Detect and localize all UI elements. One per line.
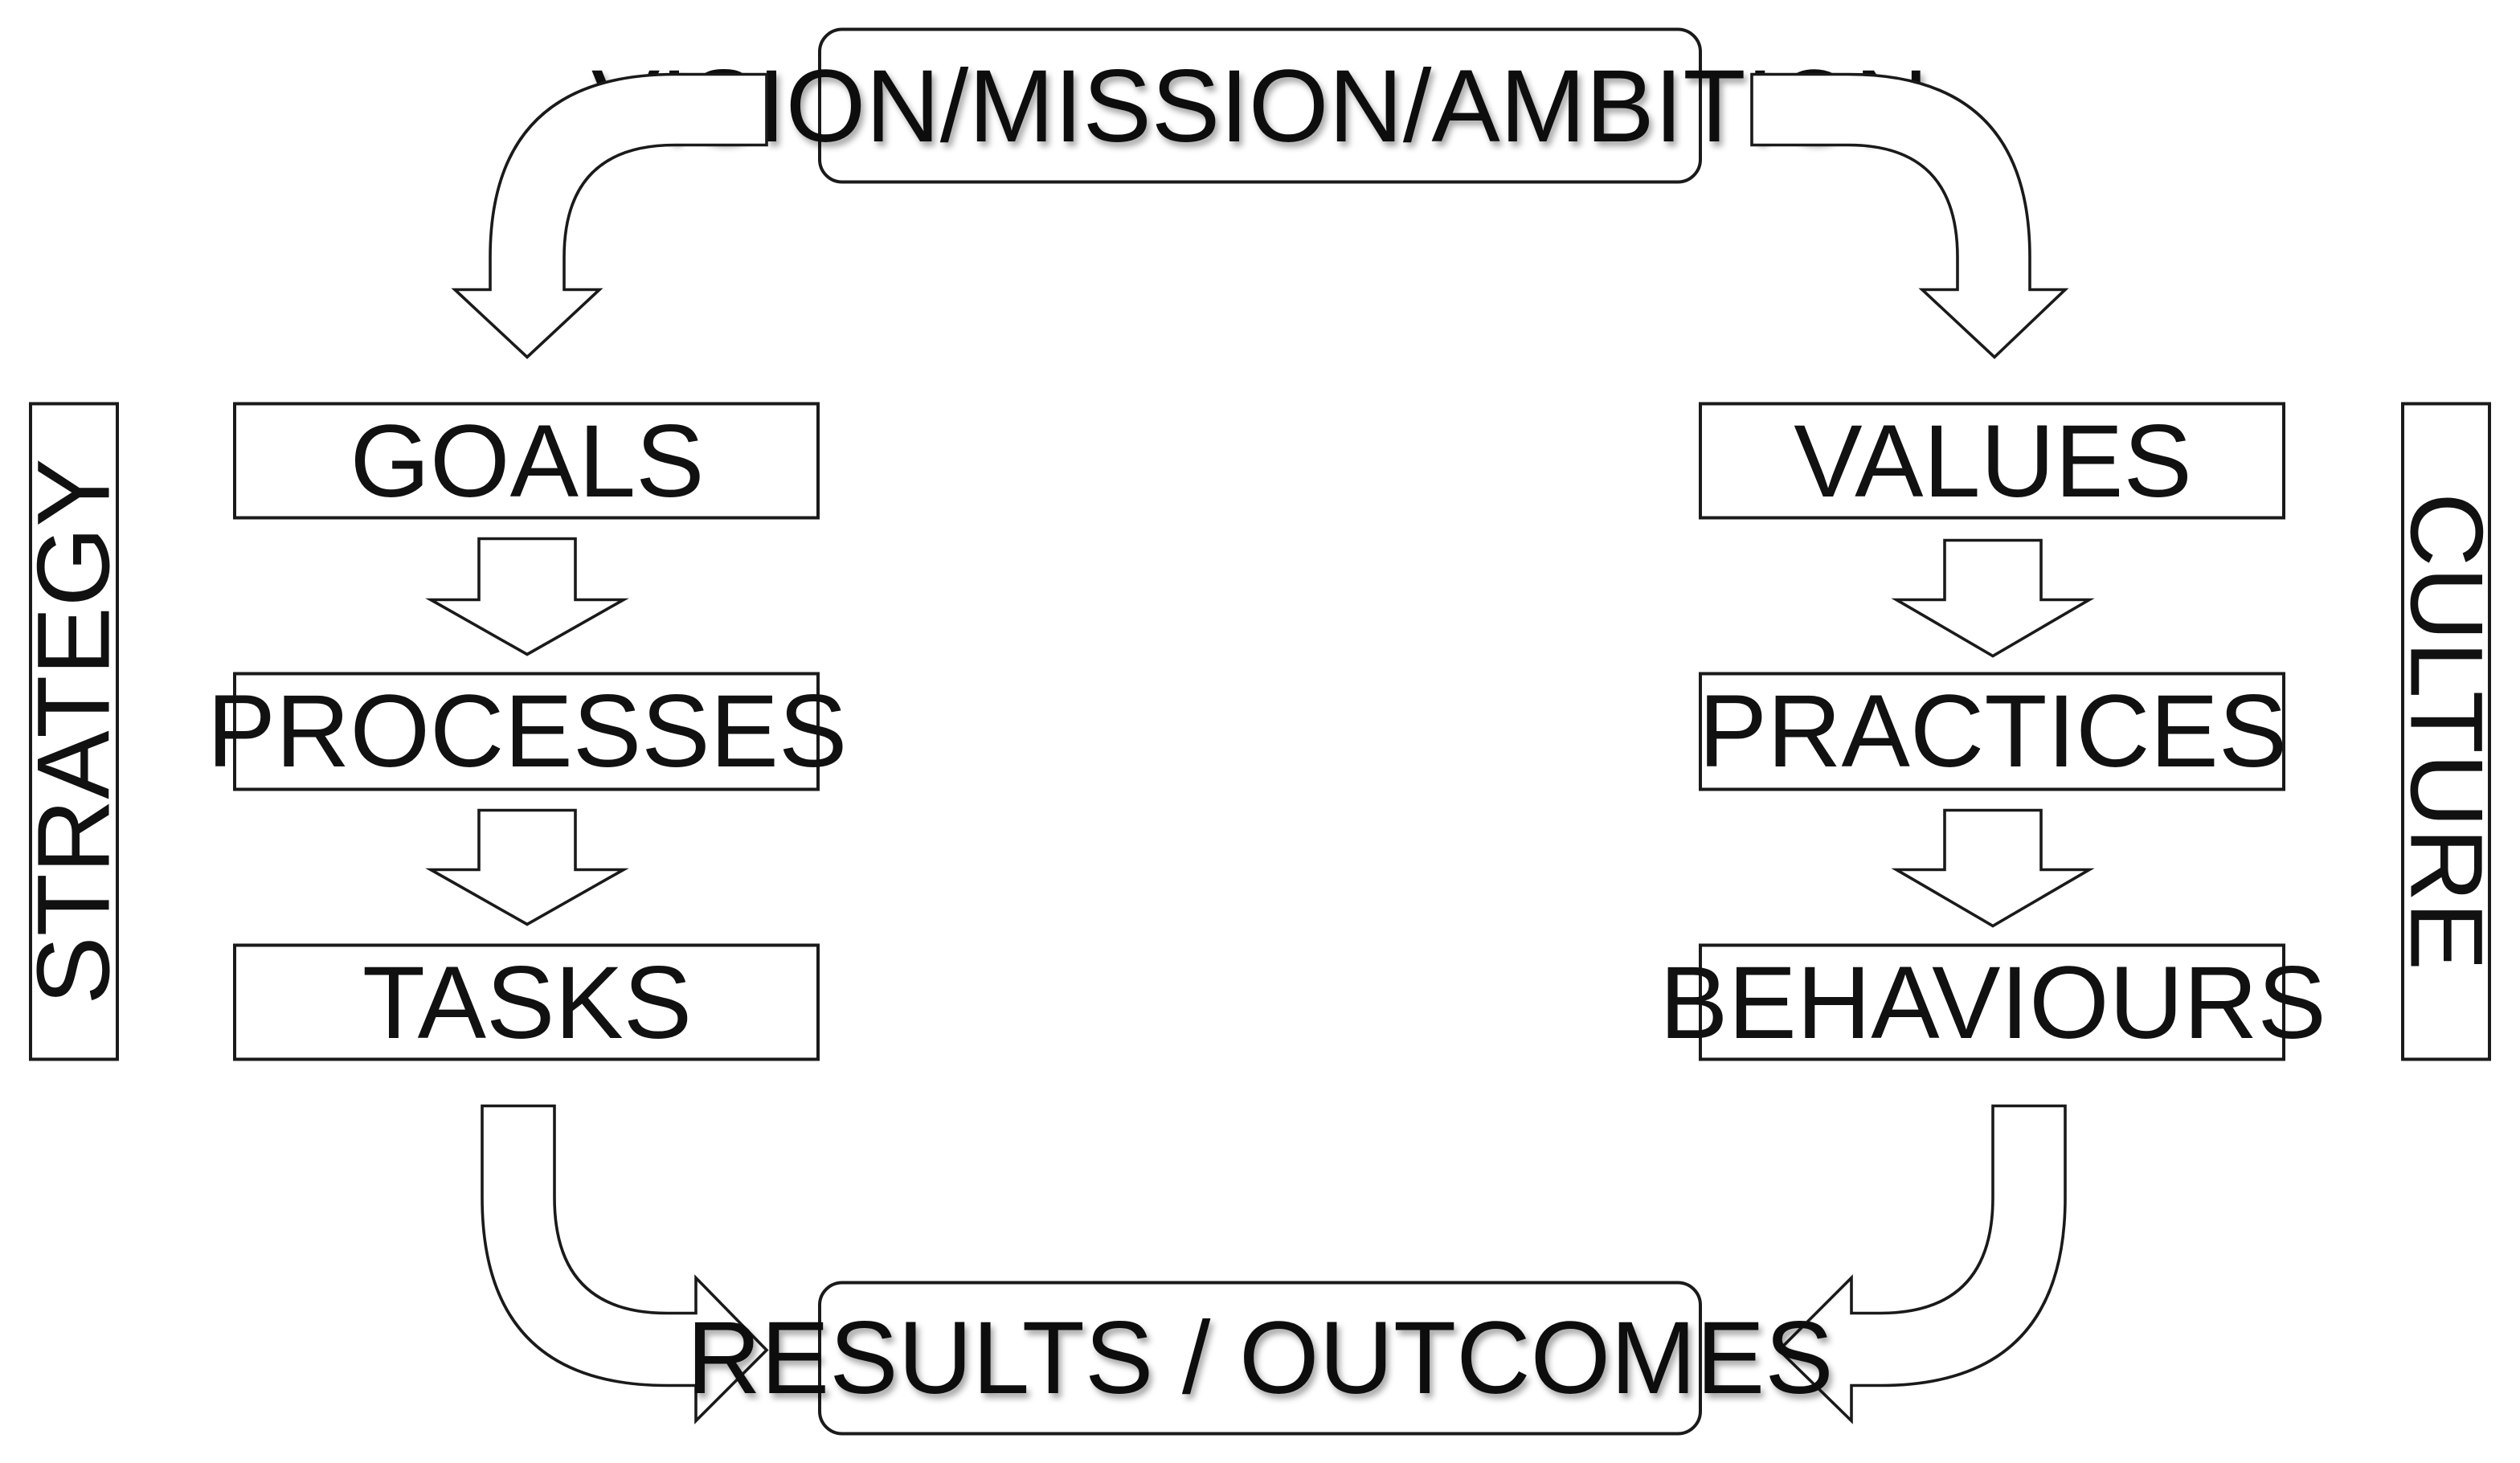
results-outcomes-label: RESULTS / OUTCOMES [686, 1301, 1833, 1416]
curved-arrow-tasks-to-results [481, 1104, 769, 1424]
curved-arrow-to-values [1750, 72, 2069, 359]
vision-mission-ambition-label: VISION/MISSION/AMBITION [591, 49, 1929, 164]
down-arrow-goals-to-processes [425, 537, 629, 656]
down-arrow-practices-to-behaviours [1891, 808, 2095, 928]
strategy-side-bar: STRATEGY [17, 402, 132, 1061]
curved-arrow-to-goals [451, 72, 768, 359]
goals-box: GOALS [233, 402, 820, 520]
processes-box: PROCESSES [207, 672, 848, 791]
tasks-label: TASKS [362, 946, 692, 1060]
behaviours-label: BEHAVIOURS [1659, 946, 2326, 1060]
practices-label: PRACTICES [1699, 674, 2288, 789]
processes-label: PROCESSES [207, 674, 848, 789]
down-arrow-values-to-practices [1891, 538, 2095, 658]
culture-label: CULTURE [2389, 492, 2504, 971]
curved-arrow-behaviours-to-results [1777, 1104, 2067, 1424]
vision-mission-ambition-box: VISION/MISSION/AMBITION [591, 27, 1929, 184]
values-box: VALUES [1699, 402, 2285, 520]
goals-label: GOALS [350, 404, 704, 519]
down-arrow-processes-to-tasks [425, 808, 629, 926]
results-outcomes-box: RESULTS / OUTCOMES [686, 1281, 1834, 1436]
practices-box: PRACTICES [1699, 672, 2288, 791]
strategy-label: STRATEGY [17, 458, 132, 1004]
tasks-box: TASKS [233, 943, 820, 1061]
values-label: VALUES [1794, 404, 2192, 519]
behaviours-box: BEHAVIOURS [1659, 943, 2326, 1061]
culture-side-bar: CULTURE [2389, 402, 2504, 1061]
